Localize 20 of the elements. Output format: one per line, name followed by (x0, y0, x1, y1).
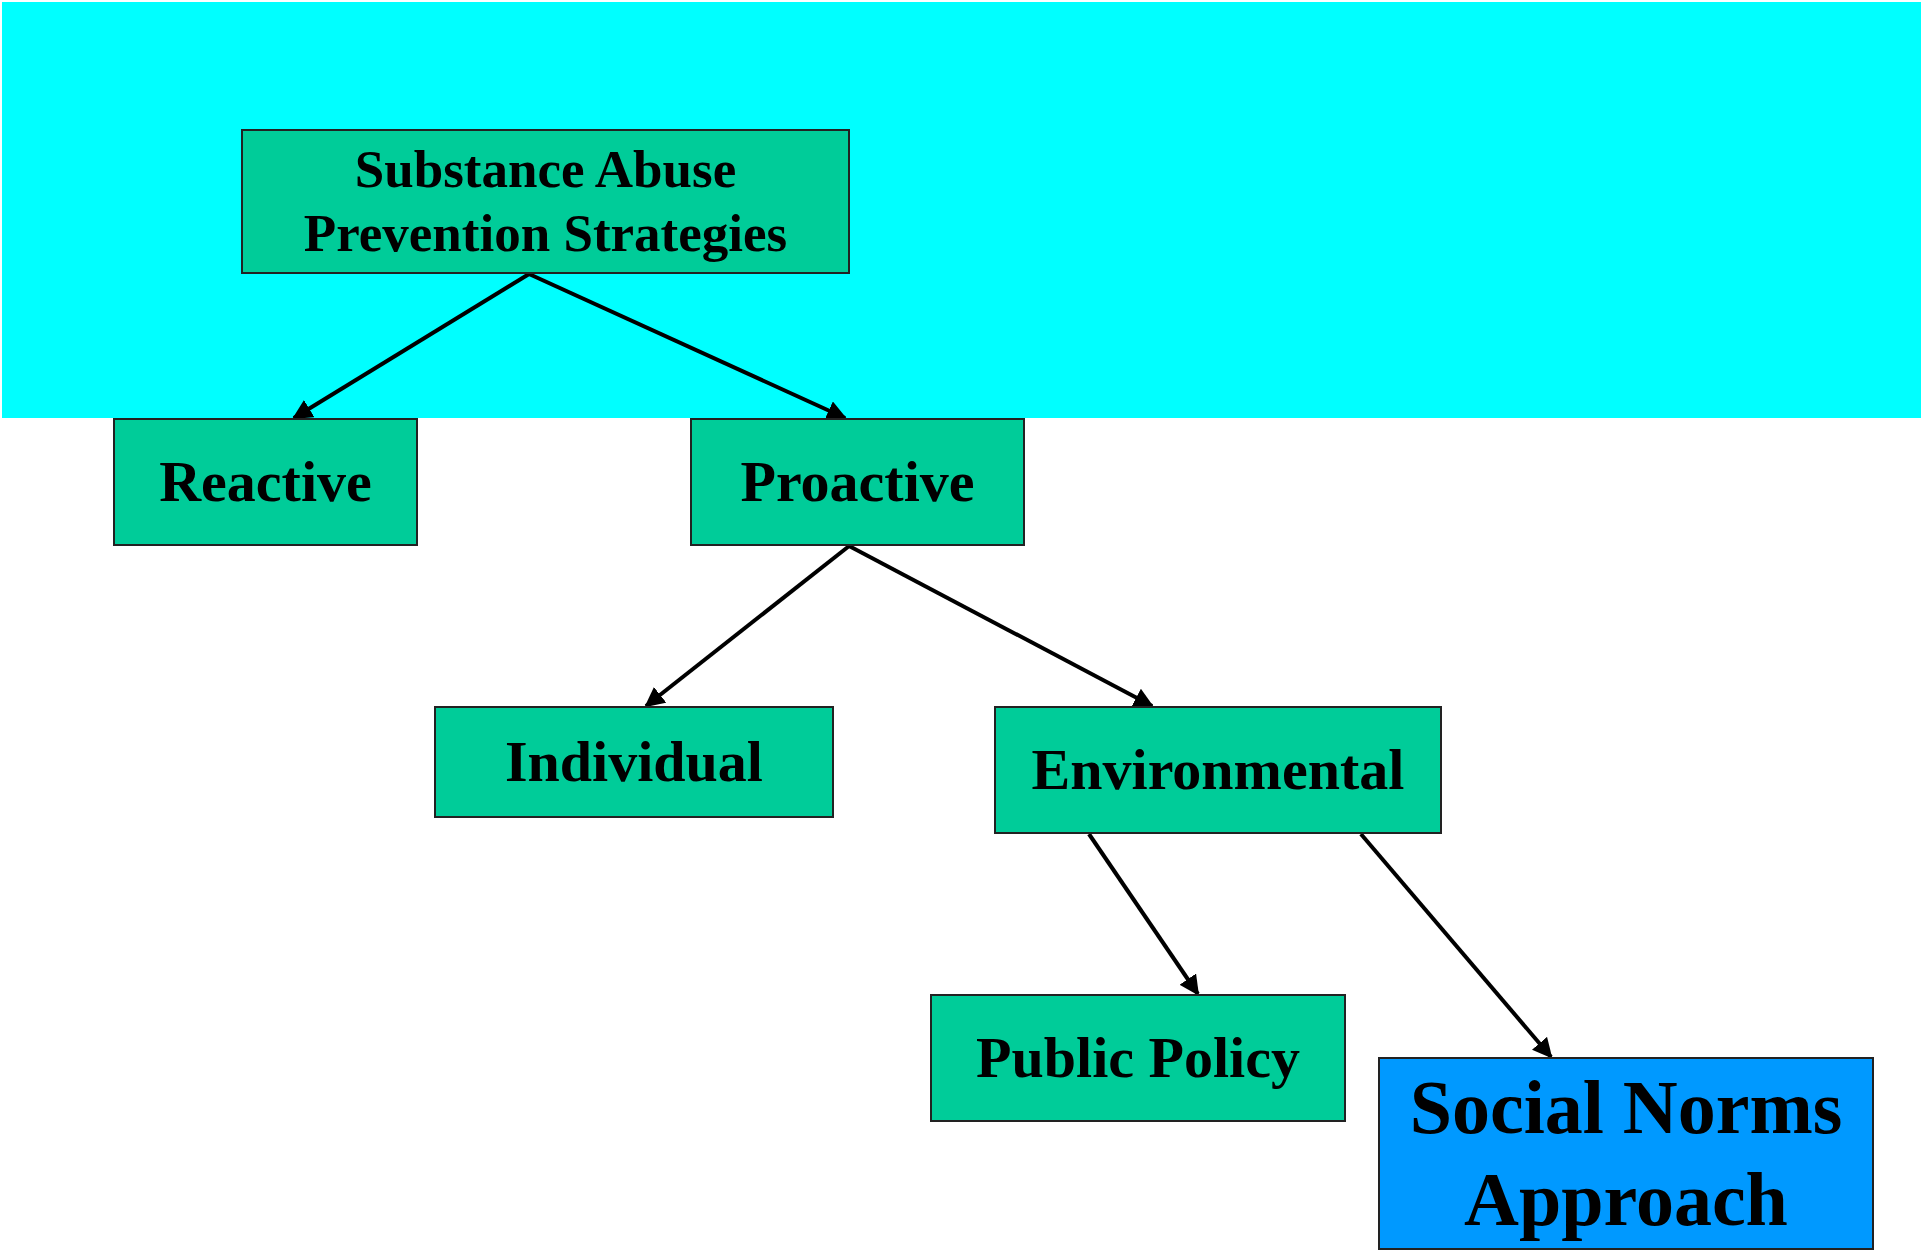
arrow (528, 272, 847, 420)
process-box (241, 129, 850, 274)
process-box (113, 418, 418, 546)
box-label: Reactive (159, 448, 372, 517)
process-box (930, 994, 1346, 1122)
arrow (1359, 832, 1553, 1059)
box-label: Environmental (1031, 736, 1405, 805)
process-box (690, 418, 1025, 546)
arrow (1087, 832, 1200, 996)
box-label: Substance Abuse Prevention Strategies (302, 138, 789, 264)
box-label: Individual (505, 728, 763, 797)
arrow (644, 544, 851, 708)
process-box (994, 706, 1442, 834)
process-box (434, 706, 834, 818)
arrow (848, 544, 1154, 708)
box-label: Social Norms Approach (1408, 1064, 1844, 1243)
box-label: Proactive (740, 448, 975, 517)
arrow (292, 272, 531, 420)
box-label: Public Policy (976, 1024, 1300, 1093)
process-box (1378, 1057, 1874, 1250)
